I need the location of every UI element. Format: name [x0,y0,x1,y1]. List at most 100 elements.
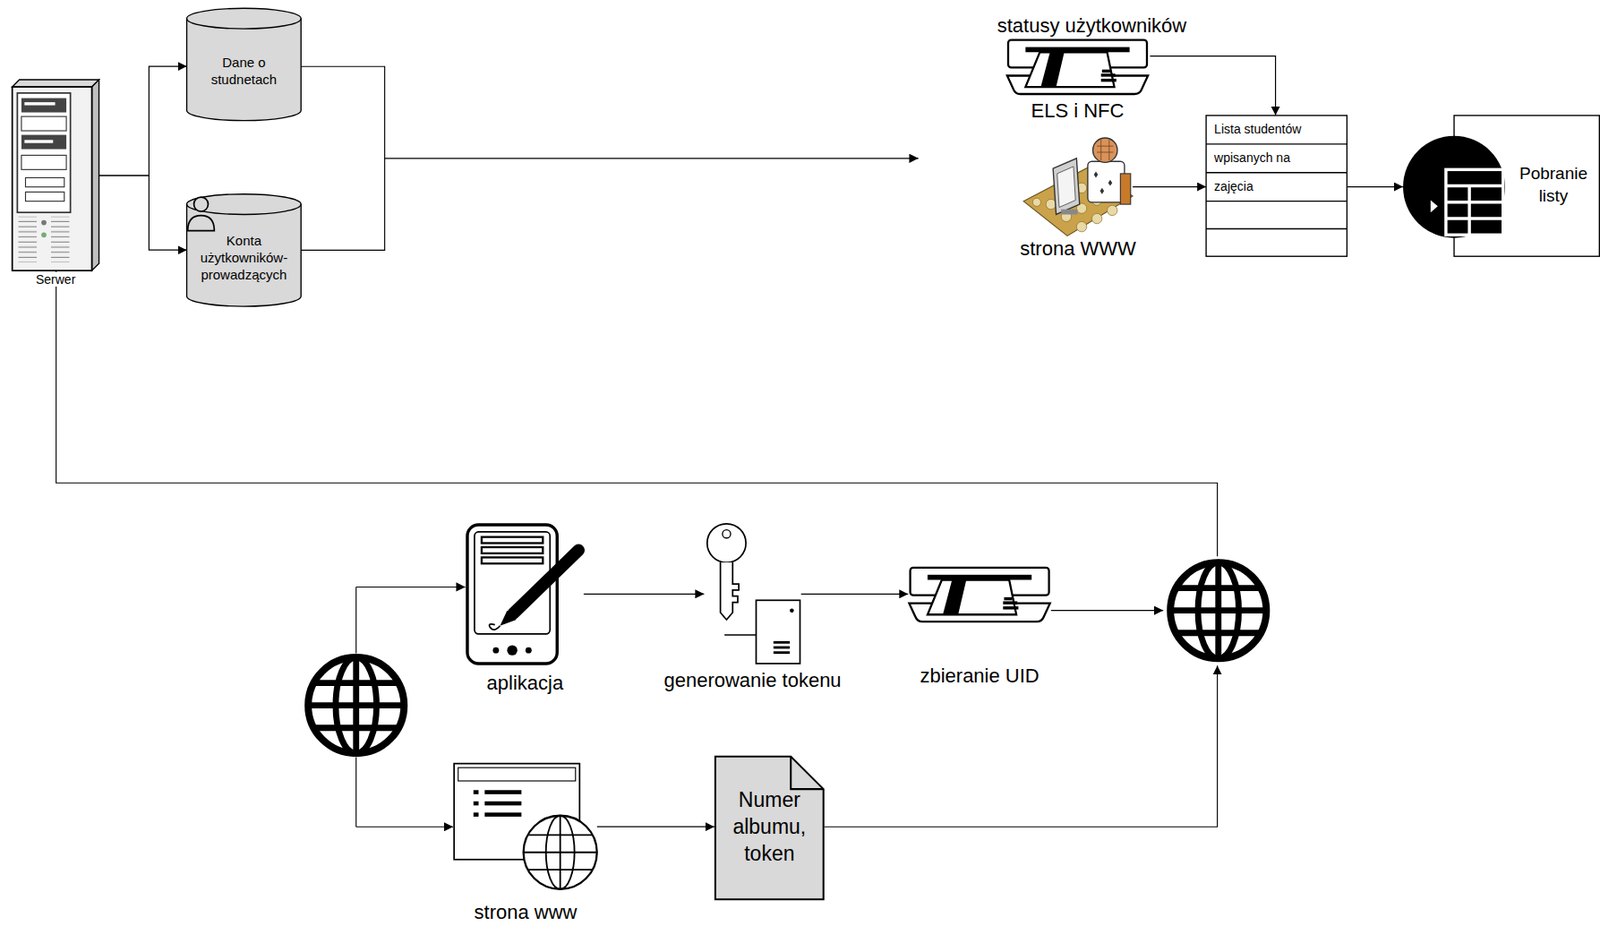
connector-arrow [801,593,909,595]
flow-line [385,157,919,159]
node-label: strona WWW [1018,237,1138,260]
web-user-icon [1120,173,1130,205]
web-user-icon [1032,197,1041,206]
download-list-shape [1403,115,1600,257]
node-label: Lista studentów wpisanych na zajęcia [1206,115,1329,202]
connector-arrow [583,593,705,595]
web-page-icon [473,812,480,817]
web-user-icon [1023,137,1133,236]
list-table: Lista studentów wpisanych na zajęcia [1206,115,1347,257]
card-reader-icon [908,567,1050,622]
download-node: Pobranie listy [1403,115,1600,257]
tablet-icon [525,647,532,654]
database-cylinder [187,194,302,307]
server-icon [21,154,67,170]
server-icon [25,177,64,187]
web-user-icon [1107,205,1118,215]
server-icon [21,98,67,113]
web-page-icon [484,789,522,795]
web-page-icon [453,763,598,890]
globe-icon [308,657,404,753]
node-label: strona www [472,900,580,924]
tablet-icon [499,610,516,626]
globe-icon [1170,562,1267,659]
server-icon [18,216,38,263]
server-icon [12,79,100,87]
flow-line [356,826,454,828]
node-label: generowanie tokenu [661,668,843,692]
database-cylinder [187,8,302,120]
document-node: Numer albumu, token [714,754,825,900]
table-outline [1206,171,1347,173]
key-icon [773,646,790,650]
web-user-icon [1052,158,1080,215]
node-label: zbieranie UID [917,664,1041,687]
key-icon [755,599,800,664]
document-shape [715,756,824,900]
connector-arrow [1149,56,1275,116]
web-user-icon [1087,161,1125,203]
web-page-icon [473,789,480,795]
node-label: Serwer [34,272,78,287]
key-icon [707,523,801,664]
web-page-icon [484,801,522,806]
card-reader-icon [1007,40,1148,95]
database-cylinder [187,8,302,120]
web-page-icon [523,851,598,854]
document-shape [715,756,824,900]
server-icon [41,220,47,226]
database-node: Dane o studnetach [187,8,302,120]
web-user-icon [1076,221,1087,232]
flow-line [1051,609,1164,611]
tablet-icon [481,537,543,544]
app-node: aplikacja [466,523,584,664]
connector-arrow [99,66,188,176]
web-user-icon [1093,137,1118,163]
web-page-icon [528,833,592,836]
flow-line [56,271,1218,557]
web-page-icon [473,801,480,806]
tablet-icon [513,549,579,614]
connector-arrow [1132,186,1207,188]
table-outline [1206,115,1347,257]
server-icon [25,191,64,201]
connector-layer [99,56,1404,827]
web-user-icon [1096,139,1113,161]
key-icon [707,523,746,563]
server-icon [24,102,55,105]
server-icon [21,116,67,131]
web-page-icon [523,815,598,890]
table-outline [1206,115,1347,257]
database-cylinder [187,18,302,29]
web-user-icon [1060,209,1078,215]
user-icon [188,215,215,232]
connector-arrow [1346,186,1404,188]
web-page-icon [528,868,592,871]
table-outline [1206,143,1347,145]
web-user-node: strona WWW [1023,136,1133,236]
key-icon [720,562,740,620]
server-icon [12,86,93,271]
uid-reader-node: zbieranie UID [907,566,1052,621]
flow-line [56,271,1218,557]
table-outline [1206,228,1347,230]
node-label: Konta użytkowników-prowadzących [194,232,295,283]
tablet-icon [492,647,499,654]
table-outline [1206,200,1347,202]
download-list-shape [1467,186,1471,236]
user-icon [188,196,215,232]
flow-line [355,586,357,653]
download-list-shape [1445,216,1504,220]
node-label: Pobranie listy [1508,163,1599,208]
server-icon [24,139,53,143]
download-list-shape [1430,200,1438,214]
database-node: Konta użytkowników-prowadzących [187,194,302,307]
tablet-icon [467,524,557,664]
tablet-icon [506,644,517,655]
user-icon [194,196,209,212]
download-list-shape [1445,200,1504,204]
server-icon [41,231,47,238]
